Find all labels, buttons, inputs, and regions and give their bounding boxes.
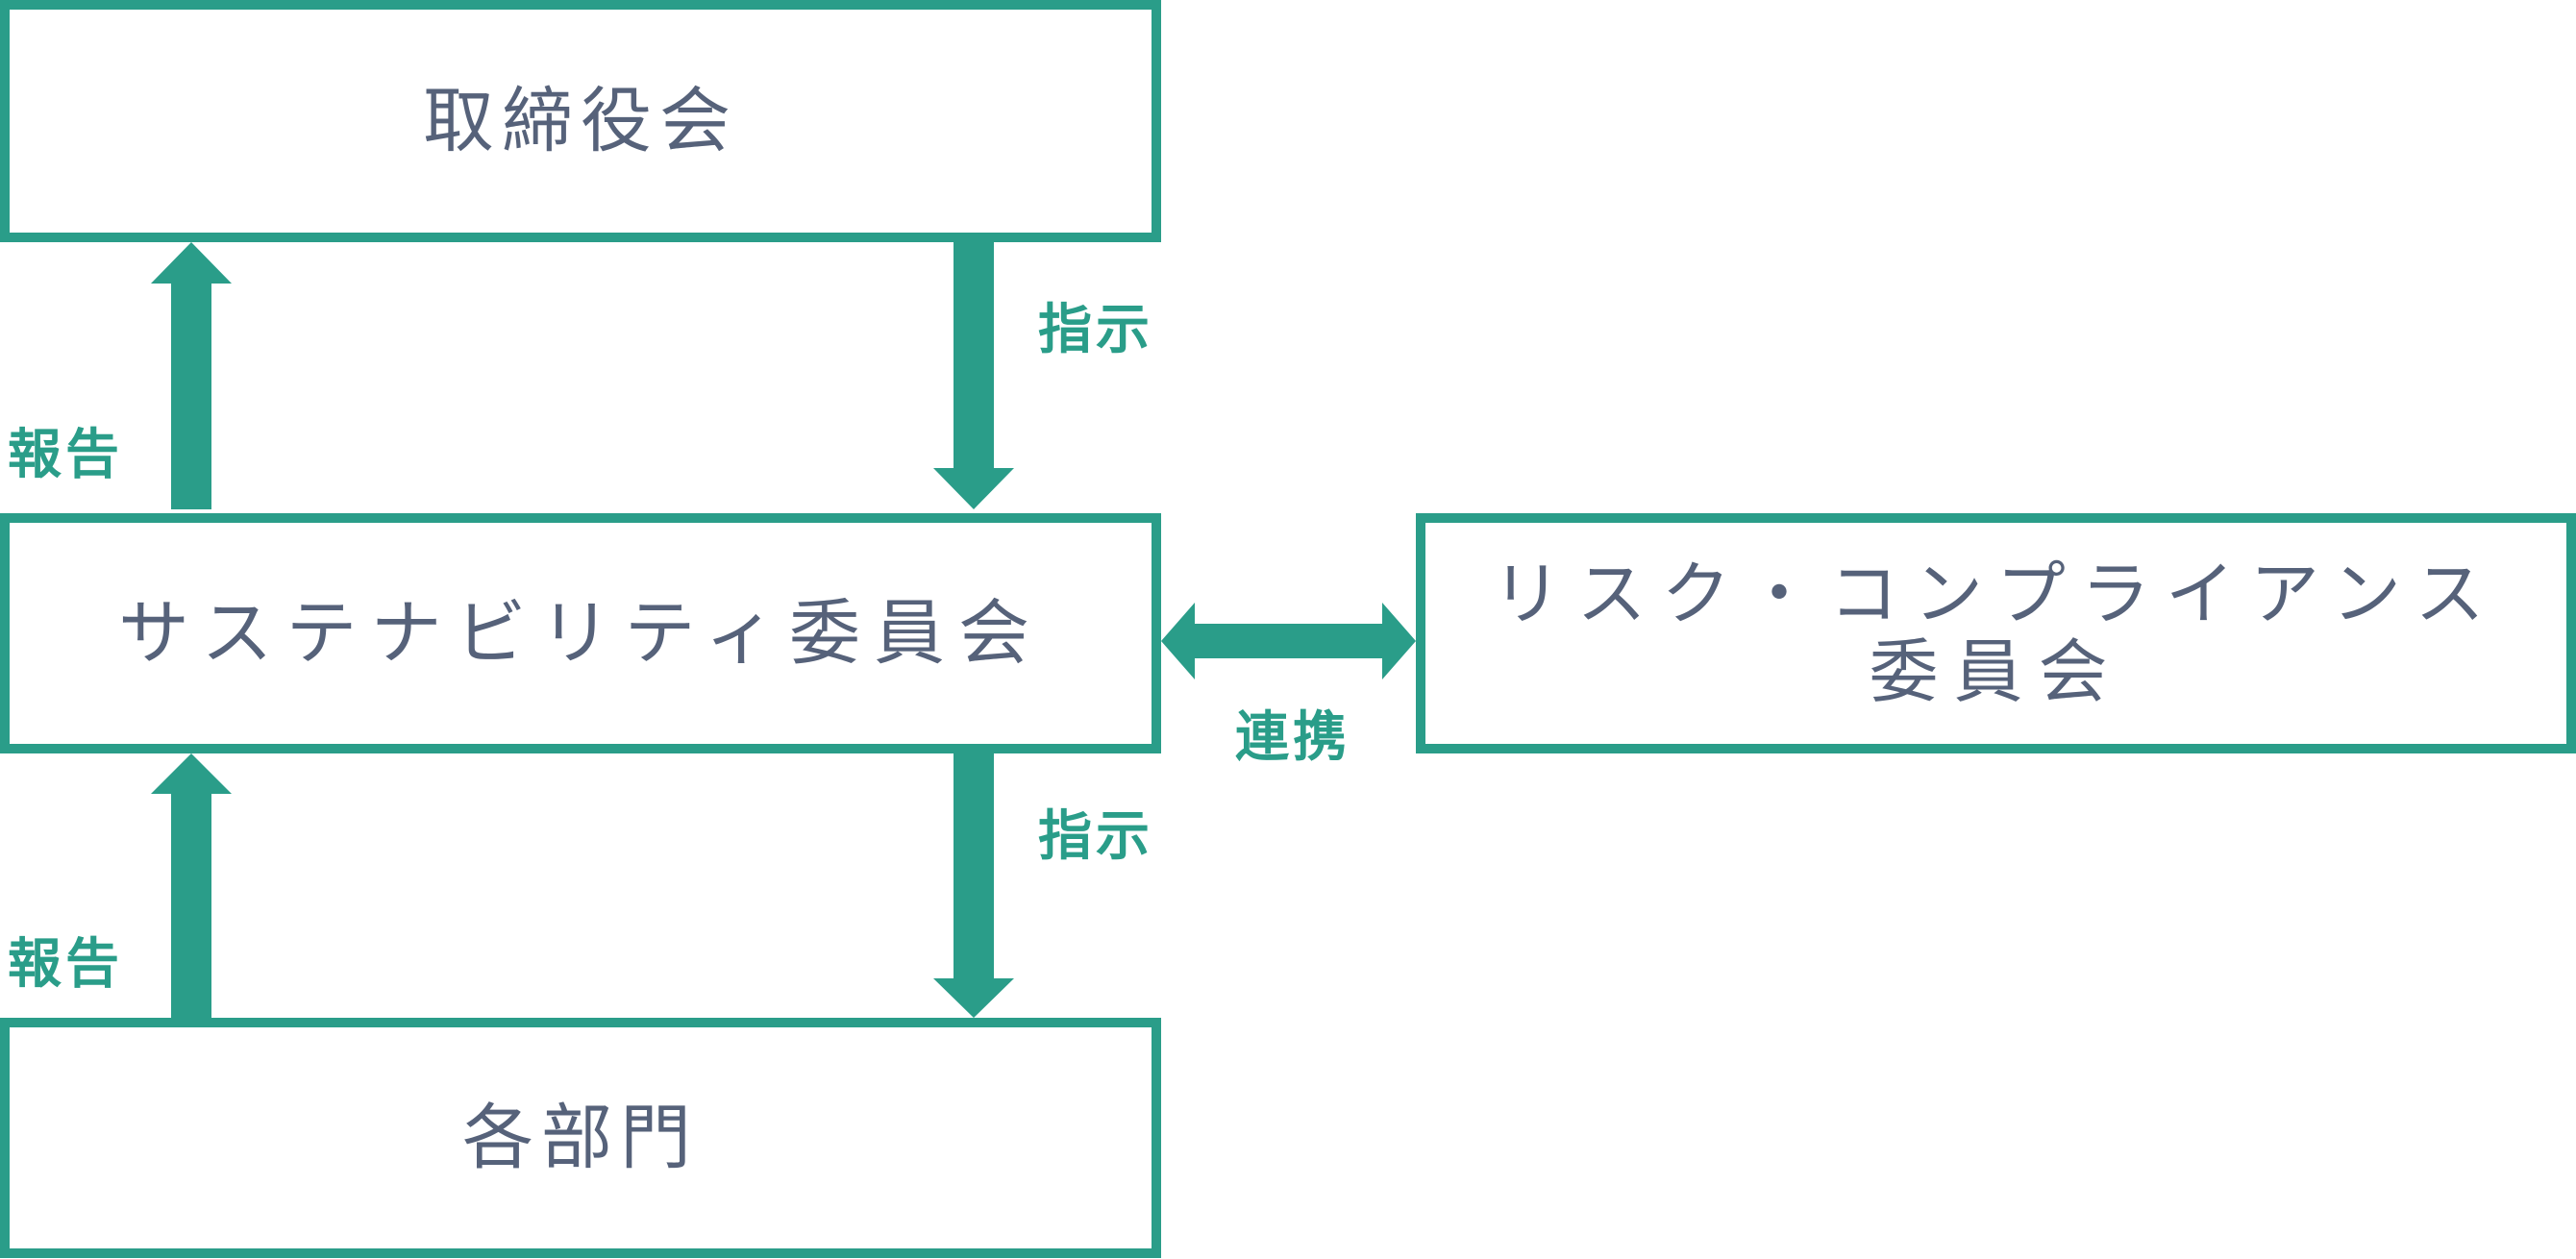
departments-label: 各部門	[462, 1096, 699, 1179]
risk-compliance-committee-node: リスク・コンプライアンス 委員会	[1416, 513, 2576, 753]
risk-compliance-label-line2: 委員会	[1869, 631, 2123, 712]
risk-compliance-committee-label: リスク・コンプライアンス 委員会	[1492, 555, 2499, 710]
board-node: 取締役会	[0, 0, 1161, 242]
risk-compliance-label-line1: リスク・コンプライアンス	[1492, 554, 2500, 635]
instruct-arrow-upper	[933, 242, 1014, 509]
report-arrow-upper	[151, 242, 232, 509]
board-label: 取締役会	[423, 79, 738, 162]
instruct-arrow-lower	[933, 753, 1014, 1018]
instruct-label-lower: 指示	[1038, 805, 1153, 868]
collaboration-label: 連携	[1235, 706, 1350, 769]
report-arrow-lower	[151, 753, 232, 1018]
instruct-label-upper: 指示	[1038, 299, 1153, 361]
collaboration-arrow	[1161, 603, 1416, 679]
report-label-lower: 報告	[8, 933, 123, 996]
report-label-upper: 報告	[8, 424, 123, 486]
departments-node: 各部門	[0, 1018, 1161, 1258]
sustainability-committee-node: サステナビリティ委員会	[0, 513, 1161, 753]
sustainability-committee-label: サステナビリティ委員会	[117, 591, 1044, 675]
